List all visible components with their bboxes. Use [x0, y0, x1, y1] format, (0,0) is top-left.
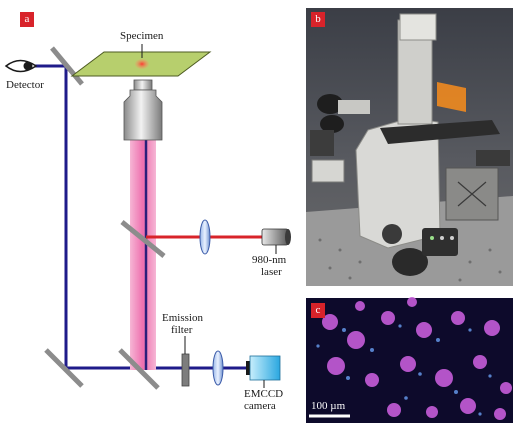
panel-c-micrograph — [306, 297, 513, 423]
microscope-lamp-head — [399, 13, 437, 41]
label-emission-line1: Emission — [162, 312, 203, 324]
label-camera-line2: camera — [244, 400, 276, 412]
emission-beam — [130, 140, 156, 370]
objective-lens — [123, 79, 163, 141]
camera-focusing-lens — [212, 350, 224, 386]
mirror-top-left — [50, 46, 84, 86]
emission-filter — [181, 353, 190, 387]
cells — [322, 297, 512, 420]
panel-tag-c: c — [311, 303, 325, 318]
panel-a-diagram — [4, 44, 291, 390]
cell-speckles — [316, 324, 492, 416]
laser-source — [261, 228, 291, 246]
dichroic-mirror-upper — [120, 220, 166, 258]
label-emission-line2: filter — [171, 324, 193, 336]
label-camera-line1: EMCCD — [244, 388, 284, 400]
orange-shield — [437, 82, 466, 112]
specimen-spot — [135, 59, 149, 69]
laser-focusing-lens — [199, 219, 211, 255]
panel-tag-b: b — [311, 12, 325, 27]
label-specimen: Specimen — [120, 30, 164, 42]
eyepieces — [317, 94, 370, 133]
detector-eye-icon — [4, 59, 38, 73]
label-detector: Detector — [6, 79, 44, 91]
label-laser-line1: 980-nm — [252, 254, 287, 266]
focus-knob — [382, 224, 402, 244]
detection-beam-path — [30, 64, 138, 370]
label-laser-line2: laser — [261, 266, 282, 278]
dichroic-mirror-lower — [118, 348, 160, 390]
side-camera-mark — [457, 181, 487, 207]
background-equipment-right — [476, 150, 510, 166]
stage-controller — [392, 228, 458, 276]
scale-bar-label: 100 µm — [311, 400, 346, 412]
panel-tag-a: a — [20, 12, 34, 27]
power-box — [311, 159, 345, 183]
emccd-camera — [246, 355, 281, 381]
background-equipment — [310, 130, 334, 156]
microscope-stage — [380, 120, 500, 144]
panel-b-photo — [306, 8, 513, 286]
table-holes — [318, 238, 502, 282]
mirror-bottom-left — [44, 348, 84, 388]
